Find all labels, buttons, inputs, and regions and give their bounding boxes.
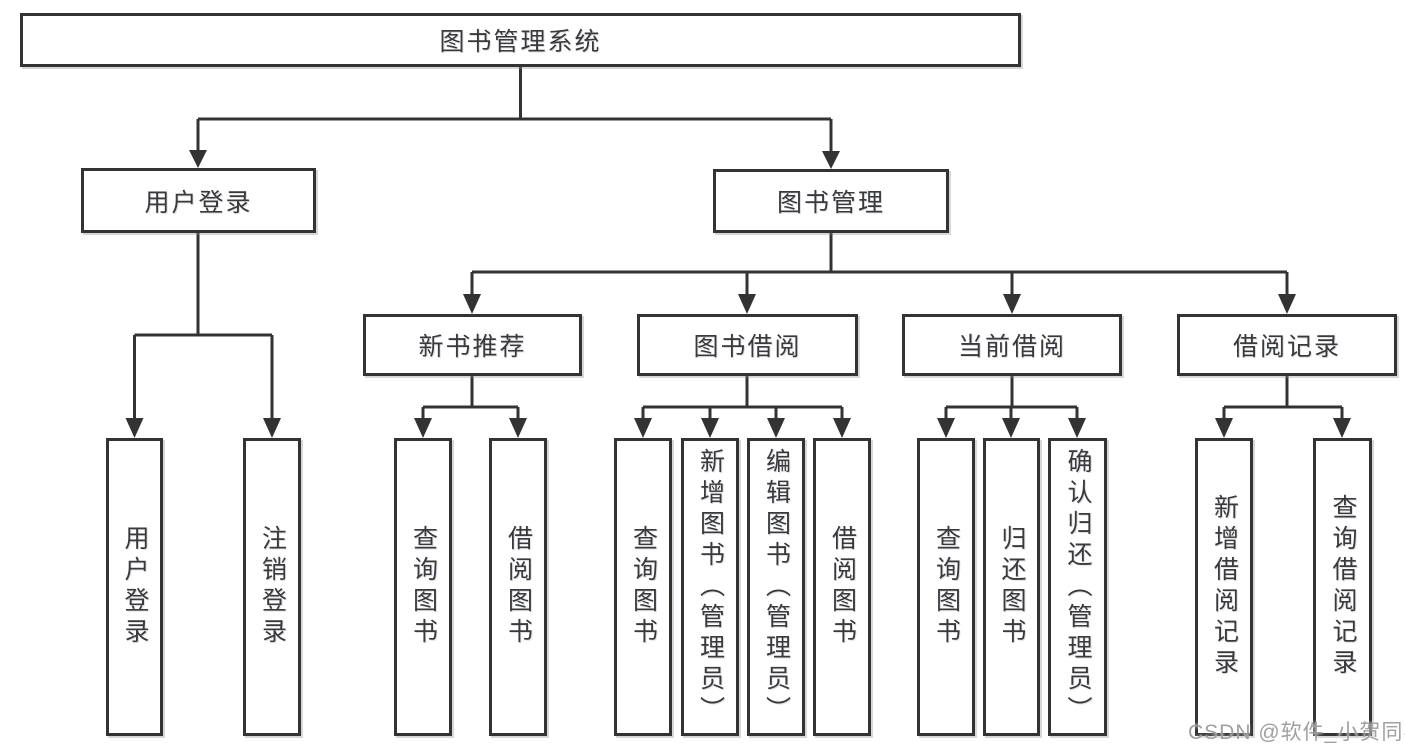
node-label: 查询借阅记录 bbox=[1329, 494, 1357, 680]
node-user-login-leaf: 用户登录 bbox=[106, 438, 163, 736]
node-nbr-query-books: 查询图书 bbox=[394, 438, 452, 736]
node-nbr-borrow-books: 借阅图书 bbox=[489, 438, 547, 736]
node-label: 新增借阅记录 bbox=[1210, 494, 1239, 680]
node-label: 当前借阅 bbox=[957, 333, 1066, 361]
node-label: 查询图书 bbox=[409, 525, 438, 649]
node-cb-return-books: 归还图书 bbox=[983, 438, 1040, 736]
node-bb-query-books: 查询图书 bbox=[614, 438, 672, 736]
node-library-management-system: 图书管理系统 bbox=[20, 13, 1021, 67]
watermark: CSDN @软件_小贺同学 bbox=[1188, 721, 1405, 744]
node-label: 用户登录 bbox=[121, 525, 149, 649]
node-br-query-record: 查询借阅记录 bbox=[1313, 438, 1372, 736]
node-cb-confirm-return-admin: 确认归还（管理员） bbox=[1048, 438, 1107, 736]
node-label: 图书借阅 bbox=[693, 333, 802, 361]
node-label: 查询图书 bbox=[932, 525, 961, 649]
node-label: 借阅记录 bbox=[1232, 333, 1341, 361]
node-label: 确认归还（管理员） bbox=[1064, 447, 1092, 727]
node-bb-borrow-books: 借阅图书 bbox=[813, 438, 871, 736]
node-label: 查询图书 bbox=[629, 525, 658, 649]
node-label: 借阅图书 bbox=[504, 525, 533, 649]
node-user-login: 用户登录 bbox=[81, 168, 316, 233]
node-label: 新书推荐 bbox=[418, 333, 527, 361]
node-bb-edit-books-admin: 编辑图书（管理员） bbox=[747, 438, 805, 736]
node-label: 借阅图书 bbox=[828, 525, 857, 649]
node-cb-query-books: 查询图书 bbox=[917, 438, 975, 736]
node-label: 图书管理系统 bbox=[439, 28, 602, 56]
node-new-book-recommend: 新书推荐 bbox=[363, 314, 582, 376]
node-label: 编辑图书（管理员） bbox=[762, 447, 791, 727]
node-label: 归还图书 bbox=[998, 525, 1026, 649]
node-borrow-records: 借阅记录 bbox=[1177, 314, 1397, 376]
node-label: 图书管理 bbox=[776, 189, 885, 217]
node-label: 注销登录 bbox=[258, 525, 287, 649]
node-br-add-record: 新增借阅记录 bbox=[1195, 438, 1253, 736]
node-current-borrow: 当前借阅 bbox=[902, 314, 1122, 376]
node-book-management: 图书管理 bbox=[713, 169, 949, 233]
node-book-borrow: 图书借阅 bbox=[637, 314, 858, 376]
node-logout-leaf: 注销登录 bbox=[243, 438, 301, 736]
node-label: 新增图书（管理员） bbox=[696, 447, 725, 727]
node-bb-add-books-admin: 新增图书（管理员） bbox=[681, 438, 739, 736]
node-label: 用户登录 bbox=[144, 188, 253, 217]
